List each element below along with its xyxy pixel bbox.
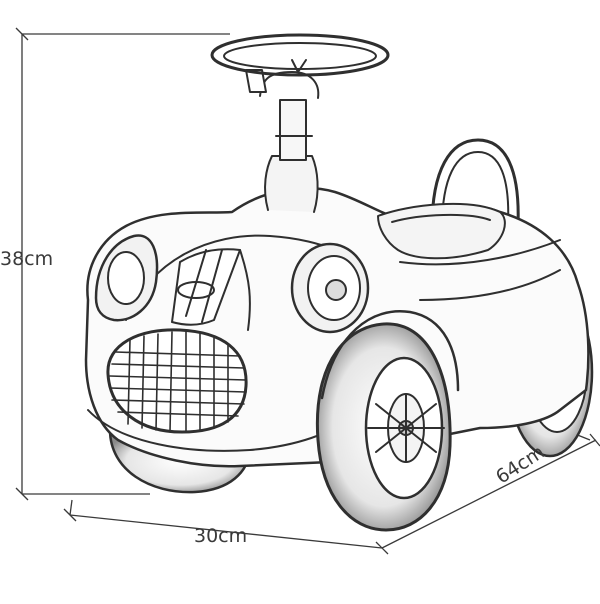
depth-dimension-line [381, 439, 597, 549]
width-dimension-line [69, 514, 383, 549]
steering-wheel [210, 33, 390, 77]
dimension-lines [15, 27, 600, 555]
height-label: 38cm [0, 248, 54, 270]
rear-handle [430, 138, 520, 230]
seat [377, 202, 506, 260]
ride-on-car [84, 33, 594, 532]
left-headlight [94, 234, 159, 322]
front-right-wheel [315, 322, 452, 532]
front-grille [106, 328, 248, 434]
width-label: 30cm [194, 525, 248, 547]
right-headlight [290, 242, 370, 334]
steering-column [245, 69, 320, 213]
